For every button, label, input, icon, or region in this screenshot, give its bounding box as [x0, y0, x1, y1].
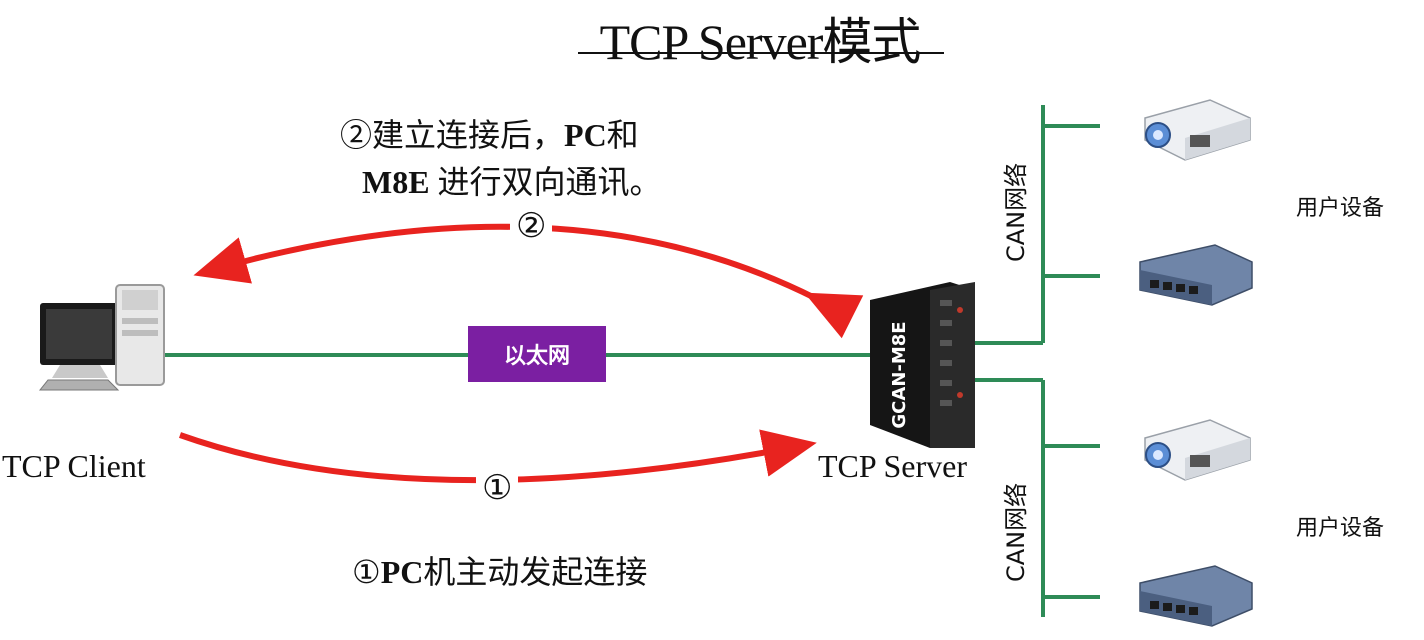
can-network-label-lower: CAN网络 — [1002, 482, 1030, 582]
step2-caption-m8e: M8E — [362, 164, 430, 200]
switch-icon — [1139, 565, 1253, 627]
step1-caption: ①PC机主动发起连接 — [352, 547, 647, 593]
user-device-label-upper: 用户设备 — [1296, 196, 1385, 221]
ethernet-label: 以太网 — [468, 326, 606, 382]
can-network-label-upper: CAN网络 — [1002, 162, 1030, 262]
step2-caption-line2-suffix: 进行双向通讯。 — [429, 164, 662, 200]
step1-caption-suffix: 机主动发起连接 — [423, 554, 648, 590]
can-bus-lower — [975, 378, 1100, 617]
tcp-client-label: TCP Client — [2, 448, 146, 484]
step2-caption-pc: PC — [564, 117, 607, 153]
tcp-server-label: TCP Server — [818, 448, 968, 484]
user-device-label-lower: 用户设备 — [1296, 516, 1385, 541]
step1-caption-prefix: ① — [352, 554, 381, 590]
connect-arrow — [178, 429, 817, 484]
switch-icon — [1139, 244, 1253, 306]
step1-marker: ① — [476, 468, 519, 508]
step2-caption-line1: ②建立连接后，PC和 — [340, 110, 639, 156]
device-name: GCAN-M8E — [889, 321, 910, 428]
gcan-m8e-device-icon: GCAN-M8E — [870, 282, 975, 448]
diagram-title: TCP Server模式 — [599, 14, 922, 70]
step2-caption-line2: M8E 进行双向通讯。 — [362, 157, 662, 203]
step2-marker: ② — [510, 206, 553, 246]
step2-caption-suffix: 和 — [606, 117, 639, 153]
projector-icon — [1144, 419, 1251, 481]
can-bus-upper — [975, 105, 1100, 345]
pc-icon — [38, 284, 165, 391]
title-underline — [578, 52, 944, 54]
step2-caption-prefix: ②建立连接后， — [340, 117, 565, 153]
projector-icon — [1144, 99, 1251, 161]
step1-caption-pc: PC — [380, 554, 424, 590]
